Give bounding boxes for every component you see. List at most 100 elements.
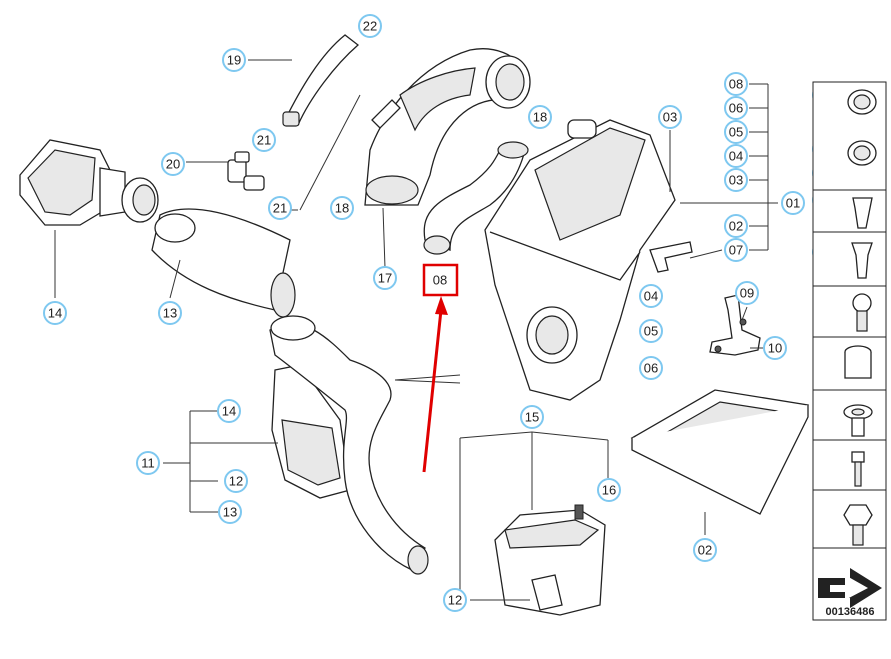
callout-circle (373, 266, 397, 290)
callout-circle (639, 319, 663, 343)
callout-04[interactable]: 04 (639, 284, 663, 308)
callout-22[interactable]: 22 (358, 14, 382, 38)
intake-pipe-drawing (151, 208, 296, 318)
callout-label: 18 (335, 201, 349, 216)
callout-label: 20 (166, 157, 180, 172)
callout-label: 12 (229, 474, 243, 489)
bracket-07-drawing (649, 241, 693, 273)
callout-08[interactable]: 08 (724, 72, 748, 96)
callout-circle (781, 191, 805, 215)
resonator-drawing (271, 364, 351, 499)
callout-circle (224, 469, 248, 493)
callout-circle (639, 284, 663, 308)
callout-01[interactable]: 01 (781, 191, 805, 215)
callout-circle (330, 196, 354, 220)
callout-circle (520, 405, 544, 429)
callout-circle (443, 588, 467, 612)
callout-circle (724, 214, 748, 238)
callout-label: 17 (378, 271, 392, 286)
callout-circle (217, 399, 241, 423)
callout-03[interactable]: 03 (724, 168, 748, 192)
bracket-10-drawing (709, 294, 761, 356)
callout-label: 22 (363, 19, 377, 34)
callout-13[interactable]: 13 (158, 301, 182, 325)
callout-15[interactable]: 15 (520, 405, 544, 429)
callout-label: 05 (729, 125, 743, 140)
callout-label: 11 (141, 456, 155, 471)
highlight-arrow (422, 296, 448, 473)
callout-circle (724, 96, 748, 120)
callout-label: 09 (740, 286, 754, 301)
callout-06[interactable]: 06 (639, 356, 663, 380)
document-number: 00136486 (826, 606, 875, 618)
callout-11[interactable]: 11 (136, 451, 160, 475)
callout-label: 19 (227, 53, 241, 68)
callout-label: 13 (223, 505, 237, 520)
callout-05[interactable]: 05 (639, 319, 663, 343)
callout-circle (268, 196, 292, 220)
callout-20[interactable]: 20 (161, 152, 185, 176)
callout-06[interactable]: 06 (724, 96, 748, 120)
callout-14[interactable]: 14 (43, 301, 67, 325)
callout-12[interactable]: 12 (224, 469, 248, 493)
intake-duct-drawing (269, 315, 429, 575)
valve-drawing (227, 151, 265, 191)
callout-label: 14 (222, 404, 236, 419)
callout-circle (724, 168, 748, 192)
callout-circle (597, 478, 621, 502)
callout-16[interactable]: 16 (597, 478, 621, 502)
callout-18[interactable]: 18 (330, 196, 354, 220)
callout-label: 02 (729, 219, 743, 234)
highlighted-callout-08[interactable]: 08 (422, 263, 459, 297)
filter-element-drawing (630, 389, 809, 515)
callout-circle (724, 238, 748, 262)
callout-circle (136, 451, 160, 475)
callout-circle (43, 301, 67, 325)
callout-label: 16 (602, 483, 616, 498)
callout-circle (161, 152, 185, 176)
callout-label: 03 (663, 110, 677, 125)
callout-circle (218, 500, 242, 524)
callout-circle (252, 128, 276, 152)
callout-label: 15 (525, 410, 539, 425)
callout-19[interactable]: 19 (222, 48, 246, 72)
callout-21[interactable]: 21 (268, 196, 292, 220)
callout-label: 10 (768, 341, 782, 356)
callout-label: 05 (644, 324, 658, 339)
callout-09[interactable]: 09 (735, 281, 759, 305)
callout-02[interactable]: 02 (693, 538, 717, 562)
callout-21[interactable]: 21 (252, 128, 276, 152)
callout-05[interactable]: 05 (724, 120, 748, 144)
callout-18[interactable]: 18 (528, 105, 552, 129)
callout-12[interactable]: 12 (443, 588, 467, 612)
callout-label: 04 (644, 289, 658, 304)
callout-label: 21 (257, 133, 271, 148)
callout-circle (735, 281, 759, 305)
breather-hose-drawing (282, 34, 360, 127)
callout-label: 06 (729, 101, 743, 116)
callout-label: 06 (644, 361, 658, 376)
callout-17[interactable]: 17 (373, 266, 397, 290)
callout-02[interactable]: 02 (724, 214, 748, 238)
callout-label: 03 (729, 173, 743, 188)
callout-circle (763, 336, 787, 360)
callout-04[interactable]: 04 (724, 144, 748, 168)
callout-label: 13 (163, 306, 177, 321)
callout-14[interactable]: 14 (217, 399, 241, 423)
callout-circle (358, 14, 382, 38)
callout-circle (222, 48, 246, 72)
callout-13[interactable]: 13 (218, 500, 242, 524)
callout-label: 21 (273, 201, 287, 216)
leader-lines (54, 59, 778, 601)
air-mass-meter-drawing (19, 139, 159, 226)
side-panel (812, 81, 887, 621)
callout-10[interactable]: 10 (763, 336, 787, 360)
highlighted-callout-label: 08 (433, 273, 447, 288)
callout-circle (158, 301, 182, 325)
callout-07[interactable]: 07 (724, 238, 748, 262)
callout-label: 08 (729, 77, 743, 92)
callout-circle (693, 538, 717, 562)
callout-label: 01 (786, 196, 800, 211)
callout-label: 02 (698, 543, 712, 558)
callout-03[interactable]: 03 (658, 105, 682, 129)
